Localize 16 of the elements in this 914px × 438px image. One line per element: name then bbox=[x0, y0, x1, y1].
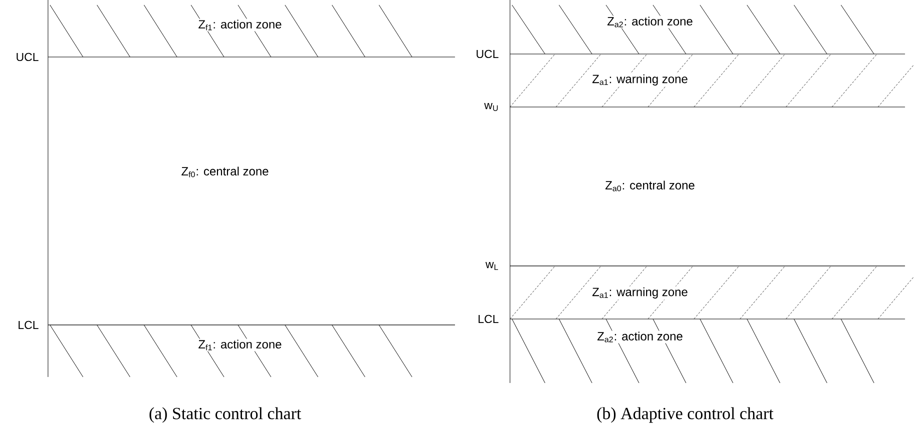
zone-label: Z$_{f0}$: central zone bbox=[180, 166, 270, 178]
subfigure-caption: (b) Adaptive control chart bbox=[597, 407, 774, 423]
limit-label: UCL bbox=[16, 52, 38, 62]
zone-label: Z$_{a1}$: warning zone bbox=[591, 73, 689, 87]
zone-label: Z$_{a1}$: warning zone bbox=[591, 286, 689, 300]
limit-label: w$_{U}$ bbox=[484, 103, 498, 111]
zone-label: Z$_{f1}$: action zone bbox=[197, 338, 283, 352]
zone-label: Z$_{a2}$: action zone bbox=[606, 16, 694, 28]
limit-label: LCL bbox=[18, 320, 38, 330]
limit-label: UCL bbox=[476, 50, 498, 58]
zone-label: Z$_{f1}$: action zone bbox=[197, 18, 283, 32]
zone-label: Z$_{a2}$: action zone bbox=[596, 330, 684, 344]
limit-label: w$_{L}$ bbox=[486, 262, 498, 270]
zone-label: Z$_{a0}$: central zone bbox=[604, 180, 696, 192]
limit-label: LCL bbox=[478, 314, 498, 324]
subfigure-caption: (a) Static control chart bbox=[150, 407, 302, 423]
